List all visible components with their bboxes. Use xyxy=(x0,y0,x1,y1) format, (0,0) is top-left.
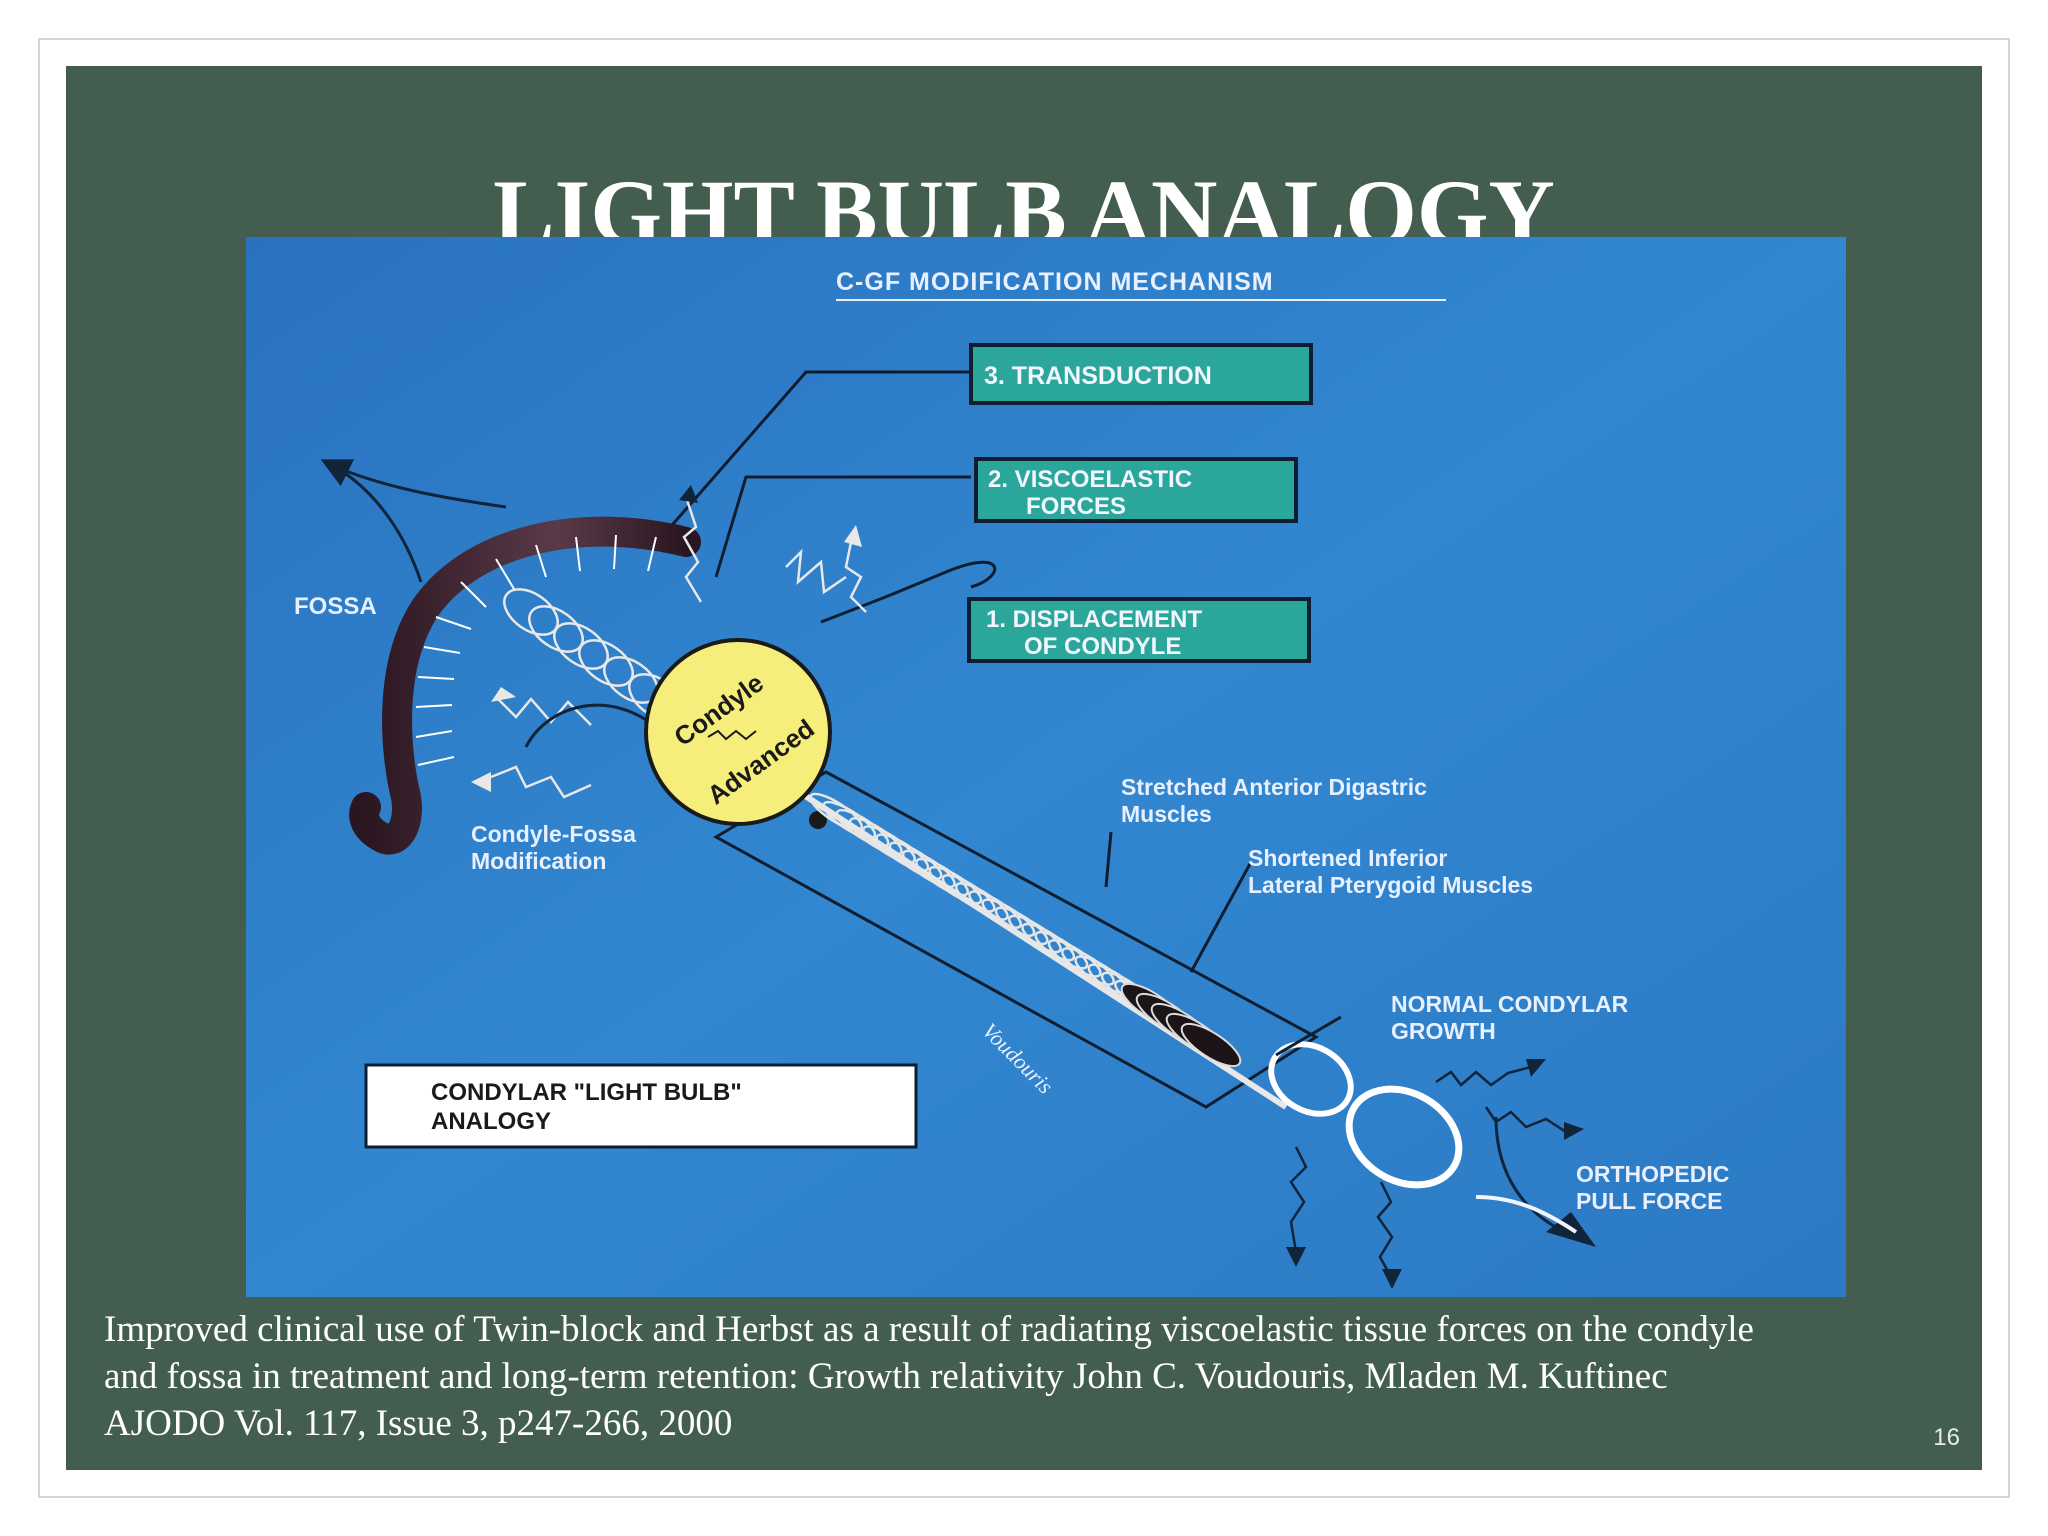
label-normal-growth-1: NORMAL CONDYLAR xyxy=(1391,991,1629,1017)
spring-collar xyxy=(1120,982,1242,1068)
svg-text:3. TRANSDUCTION: 3. TRANSDUCTION xyxy=(984,362,1212,390)
caption-line-1: Improved clinical use of Twin-block and … xyxy=(104,1309,1754,1350)
zigzag-arrowhead-2 xyxy=(471,772,491,792)
zigzag-arrowhead-1 xyxy=(491,687,516,702)
mechanism-figure: C-GF MODIFICATION MECHANISM 3. TRANSDUCT… xyxy=(246,237,1846,1297)
zigzag-arrowhead-6 xyxy=(1564,1122,1584,1140)
zigzag-arrowhead-8 xyxy=(1382,1269,1402,1289)
svg-text:FORCES: FORCES xyxy=(1026,493,1126,520)
fossa-shape xyxy=(349,516,701,855)
zigzag-arrowhead-4 xyxy=(844,525,862,547)
zigzag-forces xyxy=(490,496,867,799)
condyle-bulb: Condyle Advanced xyxy=(644,638,832,826)
svg-text:1. DISPLACEMENT: 1. DISPLACEMENT xyxy=(986,606,1202,633)
label-fossa: FOSSA xyxy=(294,593,377,620)
svg-text:ANALOGY: ANALOGY xyxy=(431,1108,551,1135)
zigzag-arrowhead-5 xyxy=(1526,1059,1546,1077)
label-digastric-1: Stretched Anterior Digastric xyxy=(1121,774,1427,800)
pull-force-highlight xyxy=(1475,1195,1578,1234)
leader-digastric xyxy=(1104,831,1113,888)
fossa-force-ticks xyxy=(415,534,657,766)
zigzag-arrowhead-7 xyxy=(1286,1247,1306,1267)
figure-heading: C-GF MODIFICATION MECHANISM xyxy=(836,268,1274,296)
label-normal-growth-2: GROWTH xyxy=(1391,1018,1496,1044)
box-transduction: 3. TRANSDUCTION xyxy=(969,343,1313,405)
page-number: 16 xyxy=(1933,1424,1960,1451)
label-pterygoid-1: Shortened Inferior xyxy=(1248,845,1447,871)
loop-small xyxy=(1268,1041,1354,1117)
label-digastric-2: Muscles xyxy=(1121,801,1212,827)
zigzag-arrowhead-3 xyxy=(679,485,698,503)
svg-text:CONDYLAR "LIGHT BULB": CONDYLAR "LIGHT BULB" xyxy=(431,1079,742,1106)
label-pterygoid-2: Lateral Pterygoid Muscles xyxy=(1248,872,1533,898)
analogy-box: CONDYLAR "LIGHT BULB" ANALOGY xyxy=(364,1063,918,1149)
loop-large xyxy=(1345,1085,1463,1189)
fossa-arrow-tail xyxy=(340,467,507,509)
leader-viscoelastic xyxy=(714,475,971,578)
label-orthopedic-1: ORTHOPEDIC xyxy=(1576,1161,1729,1187)
box-viscoelastic: 2. VISCOELASTIC FORCES xyxy=(974,457,1298,523)
housing-pivot xyxy=(809,811,827,829)
label-condyle-fossa-1: Condyle-Fossa xyxy=(471,821,636,847)
box-displacement: 1. DISPLACEMENT OF CONDYLE xyxy=(967,597,1311,663)
leader-transduction xyxy=(664,370,971,533)
leader-normal-growth xyxy=(1275,1015,1342,1057)
citation-caption: Improved clinical use of Twin-block and … xyxy=(104,1306,1924,1447)
leader-pterygoid xyxy=(1189,861,1253,973)
slide-border xyxy=(38,38,2010,1498)
fossa-inner-curve xyxy=(524,703,657,748)
label-orthopedic-2: PULL FORCE xyxy=(1576,1188,1723,1214)
caption-line-2: and fossa in treatment and long-term ret… xyxy=(104,1356,1668,1397)
svg-text:OF CONDYLE: OF CONDYLE xyxy=(1024,633,1181,660)
svg-text:2. VISCOELASTIC: 2. VISCOELASTIC xyxy=(988,466,1192,493)
growth-zigzags xyxy=(1289,1065,1567,1278)
slide: LIGHT BULB ANALOGY C-GF xyxy=(66,66,1982,1470)
caption-line-3: AJODO Vol. 117, Issue 3, p247-266, 2000 xyxy=(104,1403,733,1444)
label-condyle-fossa-2: Modification xyxy=(471,848,606,874)
fossa-arrow-up xyxy=(320,459,423,583)
mechanism-diagram: C-GF MODIFICATION MECHANISM 3. TRANSDUCT… xyxy=(246,237,1846,1297)
leader-displacement xyxy=(820,560,997,624)
